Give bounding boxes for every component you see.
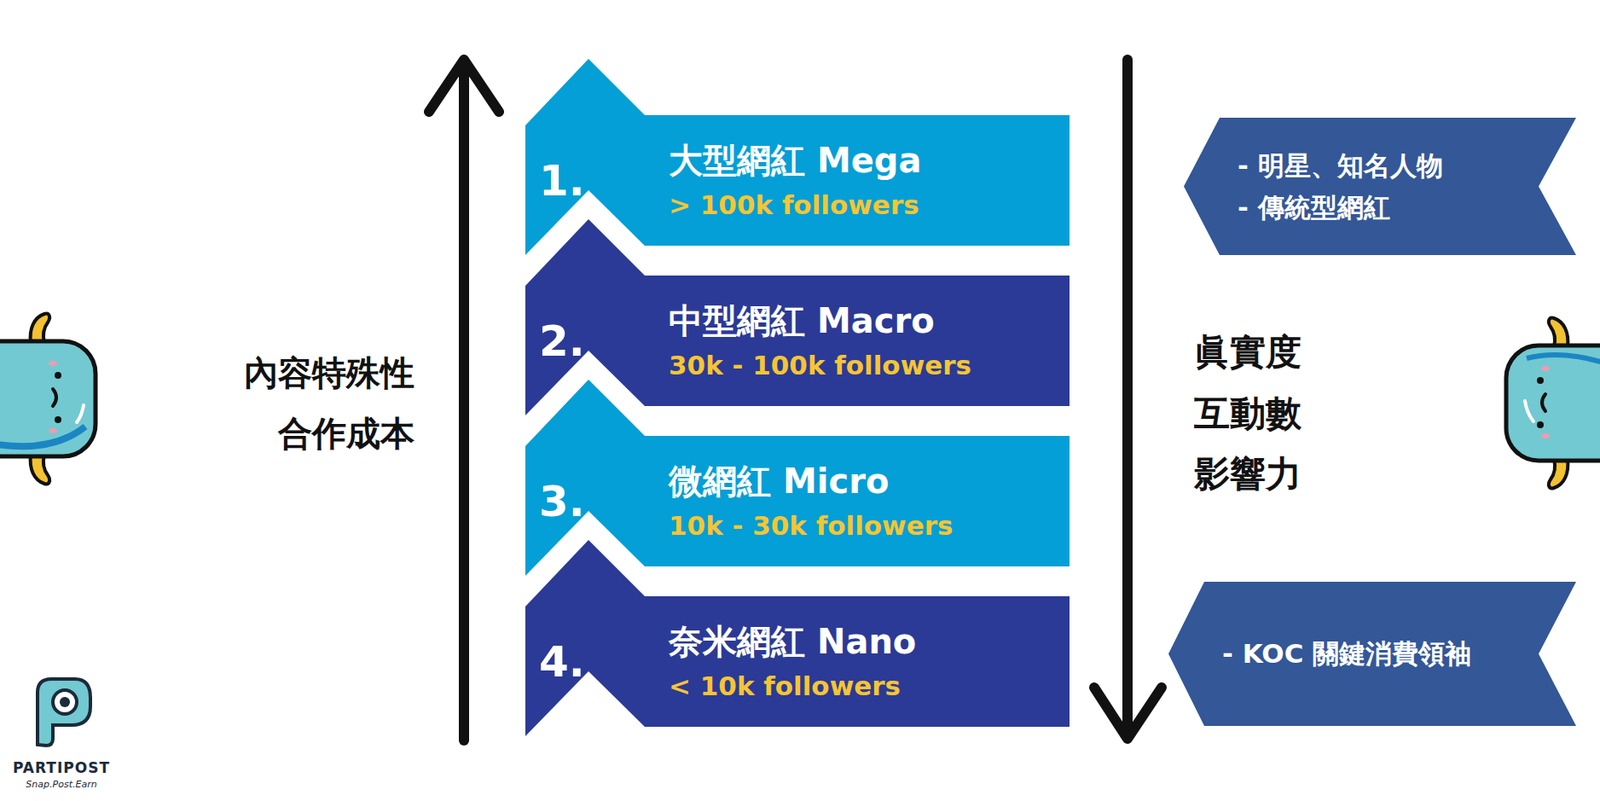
follower-range: < 10k followers: [668, 668, 916, 703]
up-arrow: [428, 59, 499, 741]
tier-title: 微網紅 Micro: [668, 458, 954, 504]
tier-title: 中型網紅 Macro: [668, 298, 972, 343]
down-arrow: [1094, 59, 1162, 739]
tier-text: 中型網紅 Macro 30k - 100k followers: [668, 298, 972, 383]
note-callout: - 明星、知名人物 - 傳統型網紅: [1183, 117, 1577, 256]
callout-text: - 傳統型網紅: [1237, 191, 1391, 225]
band-content: 3.微網紅 Micro 10k - 30k followers: [525, 435, 1070, 567]
band-content: 2.中型網紅 Macro 30k - 100k followers: [525, 275, 1070, 406]
tier-text: 奈米網紅 Nano < 10k followers: [668, 619, 916, 703]
tier-number: 2.: [539, 316, 669, 366]
band-content: 1.大型網紅 Mega > 100k followers: [525, 115, 1070, 246]
right-mascot: [1506, 318, 1600, 489]
callout-shape: [1183, 117, 1577, 256]
logo-slogan: Snap.Post.Earn: [25, 778, 97, 790]
callout-text: - KOC 關鍵消費領袖: [1222, 637, 1472, 671]
callout-text: - 明星、知名人物: [1237, 149, 1444, 183]
tier-band: 2.中型網紅 Macro 30k - 100k followers: [525, 219, 1070, 416]
tier-text: 微網紅 Micro 10k - 30k followers: [668, 458, 954, 543]
tier-number: 4.: [539, 637, 669, 687]
axis-label: 內容特殊性: [243, 349, 415, 397]
left-mascot: [0, 313, 96, 485]
tier-text: 大型網紅 Mega > 100k followers: [668, 138, 922, 222]
axis-label: 合作成本: [278, 410, 415, 458]
logo-icon: [37, 678, 91, 746]
tier-band: 3.微網紅 Micro 10k - 30k followers: [525, 379, 1070, 576]
follower-range: > 100k followers: [668, 187, 922, 222]
tier-band: 1.大型網紅 Mega > 100k followers: [525, 58, 1070, 256]
axis-label: 影響力: [1194, 450, 1302, 499]
callout-content: - 明星、知名人物 - 傳統型網紅: [1183, 117, 1444, 256]
tier-band: 4.奈米網紅 Nano < 10k followers: [525, 539, 1070, 737]
tier-number: 1.: [539, 156, 669, 206]
callout-content: - KOC 關鍵消費領袖: [1168, 581, 1472, 726]
logo-name: PARTIPOST: [12, 759, 111, 777]
band-content: 4.奈米網紅 Nano < 10k followers: [525, 596, 1070, 727]
axis-label: 互動數: [1194, 389, 1302, 438]
axis-label: 眞實度: [1194, 328, 1302, 377]
tier-title: 大型網紅 Mega: [668, 138, 922, 183]
follower-range: 30k - 100k followers: [668, 347, 972, 383]
tier-number: 3.: [539, 476, 669, 527]
follower-range: 10k - 30k followers: [668, 508, 954, 543]
note-callout: - KOC 關鍵消費領袖: [1168, 581, 1577, 726]
tier-title: 奈米網紅 Nano: [668, 619, 916, 664]
